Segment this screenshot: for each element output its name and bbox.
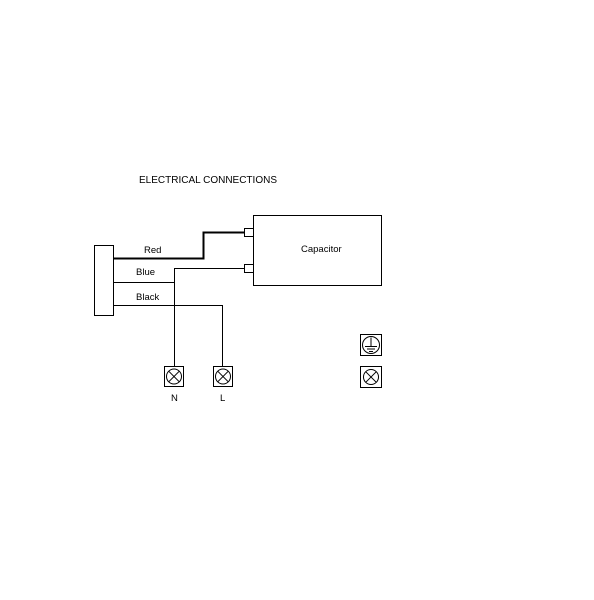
terminal-block: [94, 245, 114, 316]
neutral-terminal-icon: [164, 366, 184, 387]
live-terminal-icon: [213, 366, 233, 387]
red-wire: [113, 231, 245, 260]
capacitor-to-neutral-wire: [174, 268, 245, 366]
capacitor-pin-top: [244, 228, 254, 237]
black-wire: [113, 305, 223, 366]
red-wire-label: Red: [144, 245, 161, 256]
capacitor-pin-bottom: [244, 264, 254, 273]
earth-terminal-icon: [360, 366, 382, 388]
blue-wire-label: Blue: [136, 267, 155, 278]
capacitor-label: Capacitor: [301, 244, 342, 255]
black-wire-label: Black: [136, 292, 159, 303]
diagram-title: ELECTRICAL CONNECTIONS: [139, 175, 277, 186]
earth-ground-icon: [360, 334, 382, 356]
capacitor-box: [253, 215, 382, 286]
neutral-label: N: [171, 393, 178, 404]
live-label: L: [220, 393, 225, 404]
